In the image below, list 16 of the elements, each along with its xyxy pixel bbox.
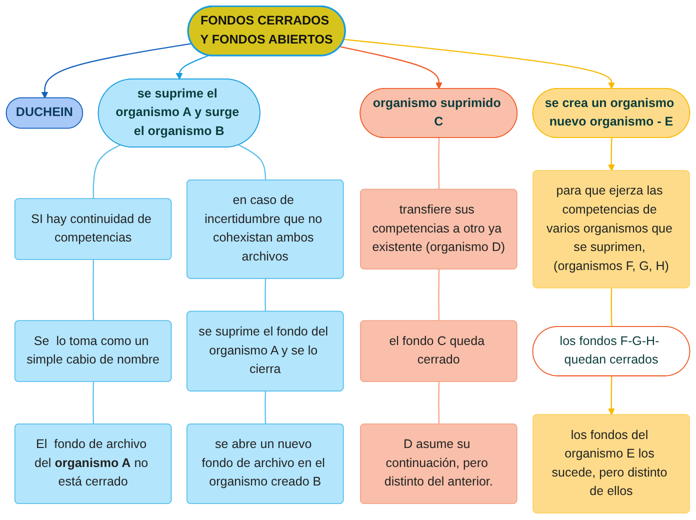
arrow	[340, 46, 442, 90]
connector	[438, 138, 440, 190]
connector	[610, 288, 612, 328]
arrow	[344, 39, 615, 90]
connector	[264, 392, 266, 425]
arrow	[608, 376, 615, 416]
arrow	[176, 55, 209, 80]
connector	[92, 260, 94, 322]
arrow	[41, 43, 192, 99]
connector	[438, 270, 440, 322]
arrow	[608, 138, 615, 172]
connector	[92, 382, 94, 425]
connector	[92, 144, 120, 200]
connector	[238, 144, 266, 181]
connector	[438, 382, 440, 425]
connector	[264, 279, 266, 312]
